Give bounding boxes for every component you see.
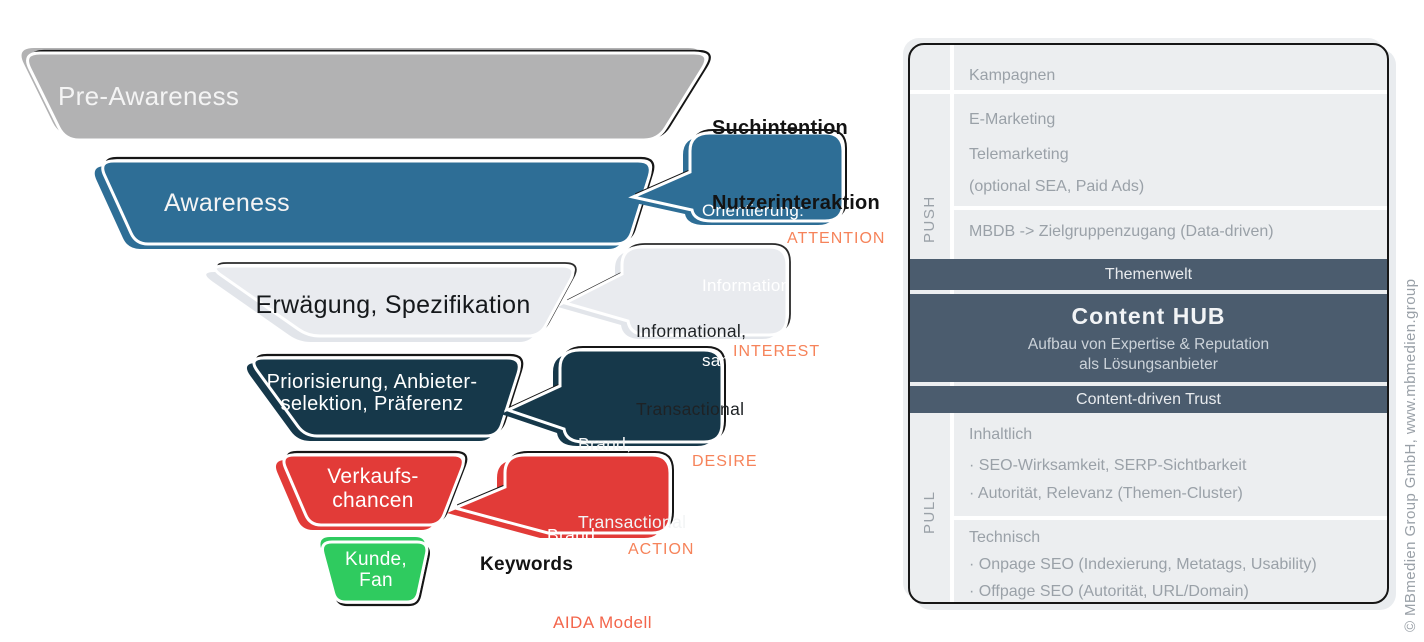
row-onpage-seo: · Onpage SEO (Indexierung, Metatags, Usa… [969, 556, 1317, 573]
bubble-brand-product-label: Brand, Product [547, 470, 609, 642]
row-e-marketing: E-Marketing [969, 111, 1056, 128]
stage-verkaufschancen-line2: chancen [332, 489, 414, 512]
panel-divider-2 [954, 206, 1387, 210]
bubble-brand-product-line2: Product [547, 603, 610, 623]
stage-awareness-label: Awareness [164, 189, 290, 217]
row-technisch: Technisch [969, 529, 1041, 546]
content-hub-bar: Content HUB Aufbau von Expertise & Reput… [910, 294, 1387, 382]
row-telemarketing: Telemarketing [969, 146, 1069, 163]
row-kampagnen: Kampagnen [969, 67, 1056, 84]
desire-label: DESIRE [692, 453, 758, 470]
bubble-orientierung-label: Orientierung: Informationen sammeln [702, 148, 810, 423]
keywords-label: Keywords [480, 554, 574, 575]
bubble-brand-transactional-label: Brand, Transactional [578, 379, 686, 587]
row-optional-sea: (optional SEA, Paid Ads) [969, 178, 1145, 195]
stage-priorisierung-line1: Priorisierung, Anbieter- [266, 371, 478, 393]
bubble-orientierung-line3: sammeln [702, 351, 774, 370]
row-offpage-seo: · Offpage SEO (Autorität, URL/Domain) [969, 583, 1249, 600]
suchintention-line1: Suchintention [712, 117, 848, 139]
row-mbdb: MBDB -> Zielgruppenzugang (Data-driven) [969, 223, 1274, 240]
stage-kunde-fan-line2: Fan [359, 570, 393, 591]
suchintention-label: Suchintention Nutzerinteraktion [712, 66, 880, 266]
stage-kunde-fan-label: Kunde, Fan [320, 549, 432, 591]
bubble-informational-line2: Transactional [636, 399, 745, 419]
row-seo-wirksamkeit: · SEO-Wirksamkeit, SERP-Sichtbarkeit [969, 457, 1247, 474]
stage-erwaegung-label: Erwägung, Spezifikation [255, 291, 531, 319]
stage-verkaufschancen-label: Verkaufs- chancen [283, 465, 463, 513]
content-driven-trust-bar: Content-driven Trust [910, 386, 1387, 413]
suchintention-line2: Nutzerinteraktion [712, 192, 880, 214]
pull-section-label: PULL [921, 490, 938, 534]
bubble-informational-label: Informational, Transactional [636, 266, 746, 474]
row-autoritaet: · Autorität, Relevanz (Themen-Cluster) [969, 485, 1243, 502]
content-hub-sub1: Aufbau von Expertise & Reputation [1027, 336, 1270, 353]
bubble-orientierung-line2: Informationen [702, 276, 810, 295]
action-label: ACTION [628, 541, 695, 558]
bubble-brand-transactional-line2: Transactional [578, 512, 687, 532]
panel-divider-1 [910, 90, 1387, 94]
aida-modell-label: AIDA Modell [553, 613, 653, 632]
interest-label: INTEREST [733, 343, 821, 360]
stage-priorisierung-label: Priorisierung, Anbieter- selektion, Präf… [238, 371, 506, 415]
bubble-brand-product-line1: Brand, [547, 525, 601, 545]
panel-divider-3 [954, 516, 1387, 520]
bubble-orientierung-line1: Orientierung: [702, 201, 805, 220]
stage-pre-awareness-label: Pre-Awareness [58, 81, 240, 111]
copyright-note: © MBmedien Group GmbH, www.mbmedien.grou… [1402, 278, 1419, 632]
push-pull-panel: PUSH PULL Kampagnen E-Marketing Telemark… [908, 43, 1389, 604]
bubble-informational-line1: Informational, [636, 321, 747, 341]
stage-kunde-fan-line1: Kunde, [344, 549, 408, 570]
row-inhaltlich: Inhaltlich [969, 426, 1033, 443]
stage-verkaufschancen-line1: Verkaufs- [327, 465, 419, 488]
push-section-label: PUSH [921, 195, 938, 243]
content-hub-title: Content HUB [1071, 303, 1226, 329]
stage-priorisierung-line2: selektion, Präferenz [280, 393, 464, 415]
content-hub-sub2: als Lösungsanbieter [1079, 356, 1218, 373]
themenwelt-bar: Themenwelt [910, 259, 1387, 290]
bubble-brand-transactional-line1: Brand, [578, 434, 632, 454]
attention-label: ATTENTION [787, 230, 886, 247]
